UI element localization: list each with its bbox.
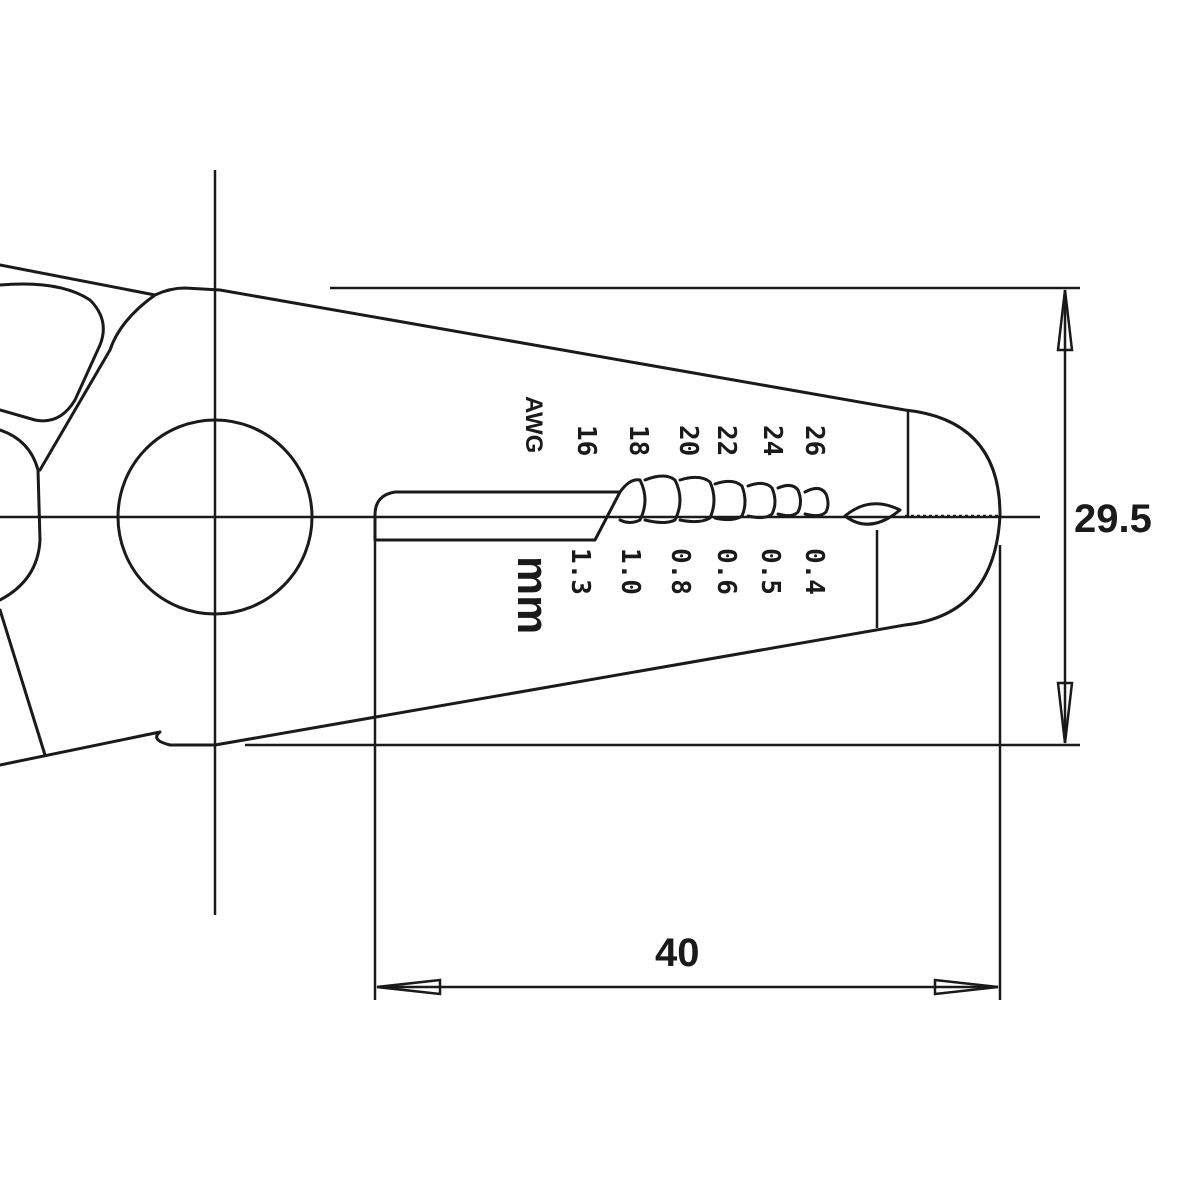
arrow-left (376, 978, 442, 996)
awg-value: 22 (711, 425, 741, 456)
awg-value: 16 (571, 425, 601, 456)
mm-unit-label: mm (508, 556, 557, 634)
awg-value: 20 (673, 425, 703, 456)
pivot-circle (116, 418, 314, 616)
mm-value: 0.5 (755, 548, 785, 595)
mm-value: 1.3 (565, 548, 595, 595)
arrow-up (1056, 289, 1074, 352)
mm-value: 1.0 (615, 548, 645, 595)
mm-value: 0.8 (665, 548, 695, 595)
awg-value: 18 (623, 425, 653, 456)
handle-lower-edge (0, 608, 47, 757)
arrow-down (1056, 681, 1074, 744)
awg-value: 24 (757, 425, 787, 456)
mm-value: 0.6 (711, 548, 741, 595)
length-dimension-label: 40 (655, 931, 700, 975)
mm-scale: 1.3 1.0 0.8 0.6 0.5 0.4 (565, 548, 829, 595)
awg-value: 26 (799, 425, 829, 456)
height-dimension-label: 29.5 (1074, 497, 1152, 541)
awg-scale: 16 18 20 22 24 26 (571, 425, 829, 456)
mm-value: 0.4 (799, 548, 829, 595)
handle-lower-left (0, 428, 42, 602)
stripping-notches (618, 474, 902, 526)
awg-unit-label: AWG (520, 396, 547, 453)
handle-slot (0, 282, 105, 423)
arrow-right (933, 978, 999, 996)
jaw-outline (0, 263, 1002, 767)
handle-edge (38, 293, 157, 472)
stripping-channel (373, 490, 622, 542)
